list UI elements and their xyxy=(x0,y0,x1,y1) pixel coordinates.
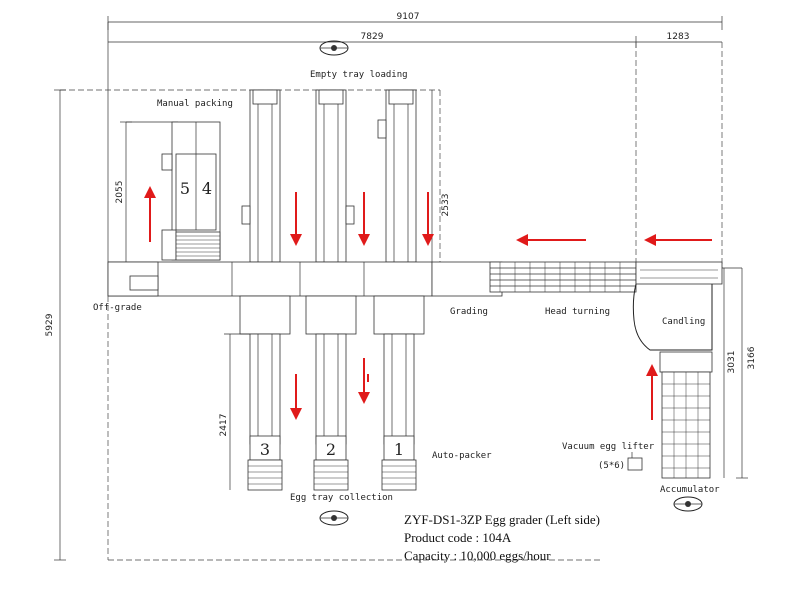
caption-product-code: Product code : 104A xyxy=(404,530,512,545)
grading-line-body xyxy=(107,261,503,297)
manual-packing-rollers xyxy=(175,231,221,261)
head-turning-conveyor xyxy=(489,261,637,293)
operator-eye-icon-right xyxy=(673,496,703,512)
dim-2055: 2055 xyxy=(115,181,125,204)
tray-loader-2 xyxy=(315,89,355,263)
dim-7829: 7829 xyxy=(361,32,384,42)
auto-packer-3: 3 xyxy=(239,295,291,491)
dim-3166: 3166 xyxy=(747,346,757,369)
label-auto-packer: Auto-packer xyxy=(432,451,492,461)
dim-5929: 5929 xyxy=(45,313,55,336)
dimension-loading-height: 2533 xyxy=(431,90,451,262)
packer-number-1: 1 xyxy=(394,440,404,459)
flow-arrow-loader-1-down xyxy=(290,192,302,246)
flow-arrow-accumulator-up xyxy=(646,364,658,420)
caption-title: ZYF-DS1-3ZP Egg grader (Left side) xyxy=(404,512,600,527)
label-vacuum-grid: (5*6) xyxy=(598,461,625,471)
tray-loader-3 xyxy=(377,89,417,263)
dim-3031: 3031 xyxy=(727,351,737,374)
dimension-overall-width: 9107 xyxy=(107,12,723,30)
flow-arrow-candling-left xyxy=(644,234,712,246)
label-grading: Grading xyxy=(450,307,488,317)
label-candling: Candling xyxy=(662,317,705,327)
auto-packer-2: 2 xyxy=(305,295,357,491)
auto-packer-1: 1 xyxy=(373,295,425,491)
diagram-caption: ZYF-DS1-3ZP Egg grader (Left side) Produ… xyxy=(404,512,600,563)
dim-1283: 1283 xyxy=(667,32,690,42)
flow-arrow-packer-3-down xyxy=(290,374,302,420)
flow-arrow-loader-3-down xyxy=(422,192,434,246)
dimension-collection-height: 2417 xyxy=(219,333,250,490)
manual-station-5: 5 xyxy=(180,179,190,198)
packer-number-2: 2 xyxy=(326,440,336,459)
accumulator-unit xyxy=(661,371,711,479)
dim-2417: 2417 xyxy=(219,414,229,437)
caption-capacity: Capacity : 10,000 eggs/hour xyxy=(404,548,551,563)
flow-arrow-head-turning-left xyxy=(516,234,586,246)
dimension-main-width: 7829 1283 xyxy=(108,32,722,48)
dim-2533: 2533 xyxy=(441,194,451,217)
flow-arrow-packer-2-down xyxy=(358,358,370,404)
tray-loader-1 xyxy=(241,89,281,263)
label-vacuum-egg-lifter: Vacuum egg lifter xyxy=(562,442,655,452)
label-off-grade: Off-grade xyxy=(93,303,142,313)
manual-station-4: 4 xyxy=(202,179,212,198)
packer-number-3: 3 xyxy=(260,440,270,459)
operator-eye-icon-bottom xyxy=(319,510,349,526)
dimension-candling-height: 3031 xyxy=(723,268,737,478)
label-accumulator: Accumulator xyxy=(660,485,720,495)
candling-section xyxy=(632,261,742,373)
dimension-accumulator-height: 3166 xyxy=(736,268,757,479)
label-empty-tray-loading: Empty tray loading xyxy=(310,70,408,80)
vacuum-lifter-icon xyxy=(627,452,643,471)
flow-arrow-loader-2-down xyxy=(358,192,370,246)
flow-arrow-manual-up xyxy=(144,186,156,242)
label-egg-tray-collection: Egg tray collection xyxy=(290,493,393,503)
label-head-turning: Head turning xyxy=(545,307,610,317)
dim-9107: 9107 xyxy=(397,12,420,22)
operator-eye-icon-top xyxy=(319,40,349,56)
label-manual-packing: Manual packing xyxy=(157,99,233,109)
dimension-overall-height: 5929 xyxy=(45,89,66,561)
manual-packing-unit: 2055 5 4 xyxy=(115,121,221,262)
